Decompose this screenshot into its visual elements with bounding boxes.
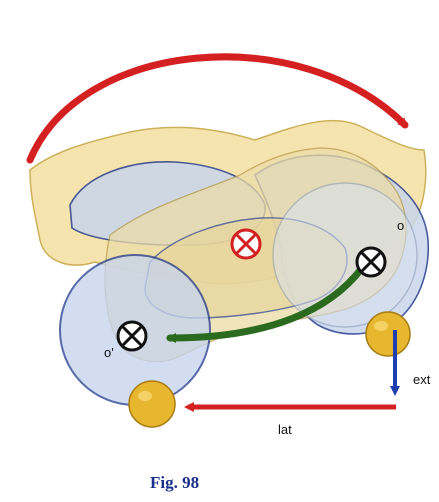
center-o-prime-icon	[118, 322, 146, 350]
label-o-prime: o'	[104, 345, 114, 360]
condyle-left	[129, 381, 175, 427]
condyle-right	[366, 312, 410, 356]
label-lateral: lat	[278, 422, 292, 437]
label-extension: ext	[413, 372, 431, 387]
circle-o	[273, 183, 417, 327]
center-o-icon	[357, 248, 385, 276]
rotation-center-icon	[232, 230, 260, 258]
label-o: o	[397, 218, 404, 233]
figure-caption: Fig. 98	[150, 473, 199, 492]
